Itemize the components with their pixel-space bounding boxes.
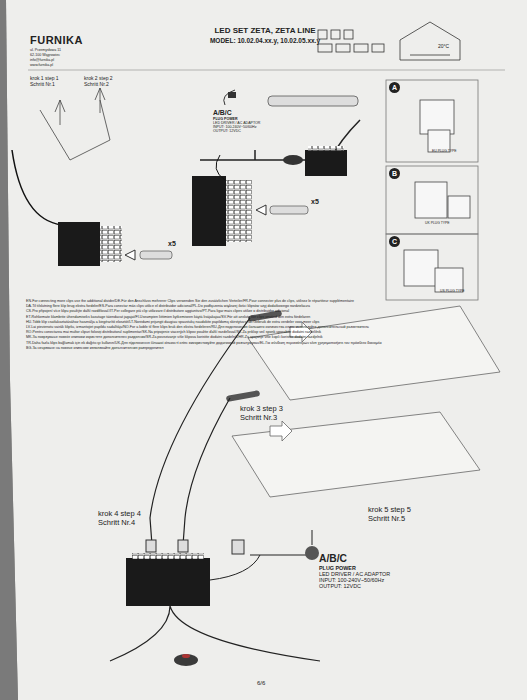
label: US PLUG TYPE <box>440 290 476 294</box>
shelf <box>232 306 500 497</box>
instruction-text: ET-Rohkemate klambrite ühendamiseks kasu… <box>26 316 516 320</box>
plug <box>305 546 319 560</box>
spec-text: LED DRIVER / AC ADAPTOR <box>213 121 272 125</box>
label: www.furnika.pl <box>30 63 53 67</box>
divider <box>126 558 210 606</box>
ac-adaptor <box>404 100 470 292</box>
step-label: krok 5 step 5 Schritt Nr.5 <box>368 506 418 523</box>
label: ul. Przemysłowa 11 <box>30 48 61 52</box>
temperature: 20°C <box>438 44 449 50</box>
instruction-text: HU-Több klip csatlakoztatásához használj… <box>26 321 516 325</box>
spec-text: PLUG POWER <box>213 117 272 121</box>
step-circle: A <box>389 82 400 93</box>
circle-letter: B <box>389 168 400 179</box>
label: info@furnika.pl <box>30 58 54 62</box>
instruction-text: RO-Pentru conectarea mai multor clipuri … <box>26 331 516 335</box>
spec-text: INPUT: 100-240V~50/60Hz <box>319 577 418 583</box>
option-letters: A/B/C <box>213 109 272 117</box>
step-label: krok 3 step 3 Schritt Nr.3 <box>240 405 290 422</box>
option-letters: A/B/C <box>319 553 418 565</box>
divider <box>305 150 347 176</box>
led-strip <box>268 96 358 106</box>
label: EU PLUG TYPE <box>432 150 476 154</box>
spec-text: INPUT: 100-240V~50/60Hz <box>213 125 272 129</box>
title: LED SET ZETA, ZETA LINE <box>165 26 365 35</box>
instruction-text: CS-Pro připojení více klipů použijte dal… <box>26 310 516 314</box>
label: krok 2 step 2 Schritt Nr.2 <box>84 76 116 88</box>
step-label: krok 4 step 4 Schritt Nr.4 <box>98 510 148 527</box>
paper-sheet <box>6 0 527 700</box>
page-number: 6/6 <box>257 680 265 687</box>
adaptor-label: A/B/CPLUG POWERLED DRIVER / AC ADAPTORIN… <box>318 552 419 591</box>
adaptor-label: A/B/CPLUG POWERLED DRIVER / AC ADAPTORIN… <box>212 108 273 134</box>
circle-letter: A <box>389 82 400 93</box>
plug-panel <box>386 80 478 300</box>
switch <box>174 654 198 666</box>
spec-text: LED DRIVER / AC ADAPTOR <box>319 571 418 577</box>
switch <box>283 155 303 165</box>
step-circle: B <box>389 168 400 179</box>
instruction-text: DA-Til tilslutning flere klip brug ekstr… <box>26 305 516 309</box>
model-number: MODEL: 10.02.04.xx.y, 10.02.05.xx.y <box>190 37 340 44</box>
label: krok 1 step 1 Schritt Nr.1 <box>30 76 62 88</box>
quantity: x5 <box>168 240 176 248</box>
divider <box>192 176 226 246</box>
led-lamp <box>226 390 261 402</box>
divider <box>58 222 100 266</box>
step-circle: C <box>389 236 400 247</box>
logo: FURNIKA <box>30 34 83 47</box>
instruction-text: MK-За поврзување повеќе клипови користет… <box>26 336 516 340</box>
label: UK PLUG TYPE <box>425 222 469 226</box>
spec-text: OUTPUT: 12VDC <box>319 583 418 589</box>
profile-sketch <box>40 88 110 160</box>
instruction-text: BG-За свързване на повече клипсове изпол… <box>26 347 516 351</box>
instruction-text: LV-Lai pievienotu vairāk klipšu, izmanto… <box>26 326 516 330</box>
instruction-text: TR-Daha fazla klips bağlamak için ek dağ… <box>26 342 516 346</box>
label: 62-100 Wągrowiec <box>30 53 60 57</box>
instruction-text: EN-For connecting more clips use the add… <box>26 300 516 304</box>
spec-text: OUTPUT: 12VDC <box>213 129 272 133</box>
certification-marks <box>318 22 460 60</box>
spec-text: PLUG POWER <box>319 565 418 571</box>
circle-letter: C <box>389 236 400 247</box>
quantity: x5 <box>311 198 319 206</box>
